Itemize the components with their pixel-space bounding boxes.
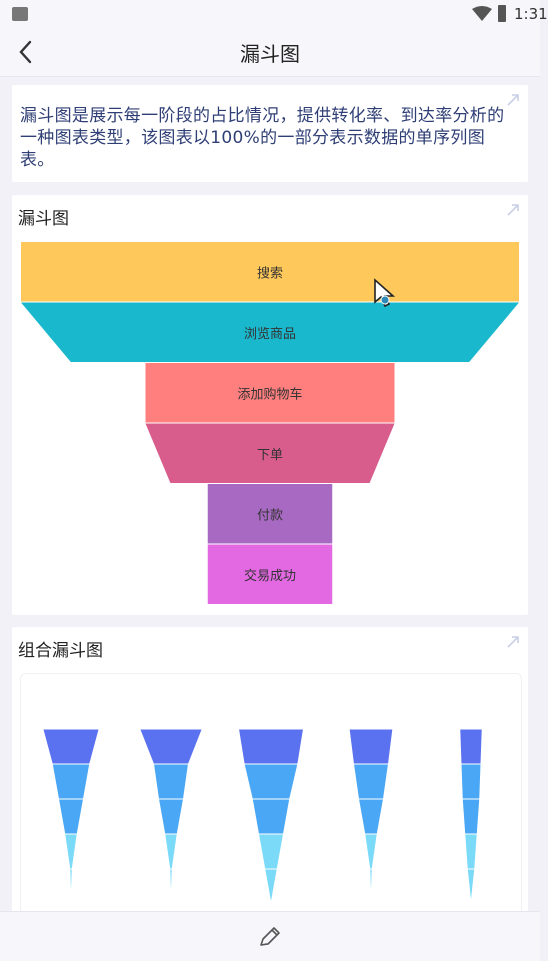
funnel-segment[interactable] [145, 363, 395, 423]
combo-funnel-segment[interactable] [369, 868, 373, 905]
funnel-label: 付款 [257, 508, 283, 523]
funnel-card-title: 漏斗图 [18, 209, 69, 229]
expand-icon[interactable] [506, 635, 520, 649]
combo-funnel-segment[interactable] [157, 798, 185, 835]
combo-funnel-segment[interactable] [139, 728, 203, 765]
funnel-label: 浏览商品 [244, 326, 296, 342]
notification-icon [12, 7, 28, 21]
funnel-segment[interactable] [21, 242, 519, 302]
description-card: 漏斗图是展示每一阶段的占比情况，提供转化率、到达率分析的一种图表类型，该图表以1… [12, 85, 528, 182]
combo-funnel-segment[interactable] [257, 833, 285, 870]
combo-funnel-card: 组合漏斗图 [12, 627, 528, 935]
combo-funnel-segment[interactable] [237, 728, 305, 765]
funnel-segment[interactable] [207, 544, 333, 605]
combo-funnel-segment[interactable] [243, 763, 299, 800]
funnel-card: 漏斗图 搜索浏览商品添加购物车下单付款交易成功 [12, 195, 528, 615]
expand-icon[interactable] [506, 203, 520, 217]
combo-chart-frame [20, 673, 522, 935]
clock: 1:31 [514, 5, 548, 23]
funnel-segment[interactable] [207, 484, 333, 544]
combo-funnel-segment[interactable] [169, 868, 173, 905]
combo-funnel-chart [42, 728, 483, 905]
combo-funnel-segment[interactable] [152, 763, 190, 800]
combo-funnel-segment[interactable] [466, 868, 476, 905]
funnel-segment[interactable] [21, 302, 519, 363]
combo-funnel-segment[interactable] [357, 798, 385, 835]
funnel-label: 下单 [257, 448, 283, 463]
combo-funnel-segment[interactable] [42, 728, 100, 765]
combo-funnel-segment[interactable] [64, 833, 78, 870]
back-arrow-icon[interactable] [10, 36, 42, 68]
combo-funnel-segment[interactable] [461, 798, 481, 835]
wifi-icon [472, 6, 492, 21]
funnel-label: 添加购物车 [237, 386, 302, 402]
combo-funnel-segment[interactable] [69, 868, 73, 905]
combo-funnel-segment[interactable] [348, 728, 394, 765]
battery-icon [498, 5, 506, 22]
edit-pencil-icon[interactable] [257, 924, 283, 950]
status-bar: 1:31 [0, 0, 548, 28]
combo-funnel-segment[interactable] [352, 763, 390, 800]
funnel-label: 搜索 [257, 266, 283, 281]
combo-funnel-segment[interactable] [251, 798, 291, 835]
combo-funnel-segment[interactable] [264, 868, 278, 905]
description-text: 漏斗图是展示每一阶段的占比情况，提供转化率、到达率分析的一种图表类型，该图表以1… [20, 106, 505, 170]
funnel-label: 交易成功 [244, 568, 296, 584]
mouse-cursor-icon [374, 278, 396, 308]
combo-funnel-segment[interactable] [57, 798, 85, 835]
combo-funnel-segment[interactable] [459, 728, 483, 765]
nav-bar: 漏斗图 [0, 28, 540, 77]
combo-funnel-segment[interactable] [460, 763, 482, 800]
expand-icon[interactable] [506, 93, 520, 107]
bottom-bar [0, 911, 540, 961]
combo-funnel-segment[interactable] [51, 763, 91, 800]
combo-funnel-segment[interactable] [464, 833, 478, 870]
funnel-segment[interactable] [145, 423, 395, 484]
combo-funnel-card-title: 组合漏斗图 [18, 641, 103, 661]
combo-funnel-segment[interactable] [164, 833, 178, 870]
combo-funnel-segment[interactable] [364, 833, 378, 870]
page-title: 漏斗图 [240, 42, 300, 66]
